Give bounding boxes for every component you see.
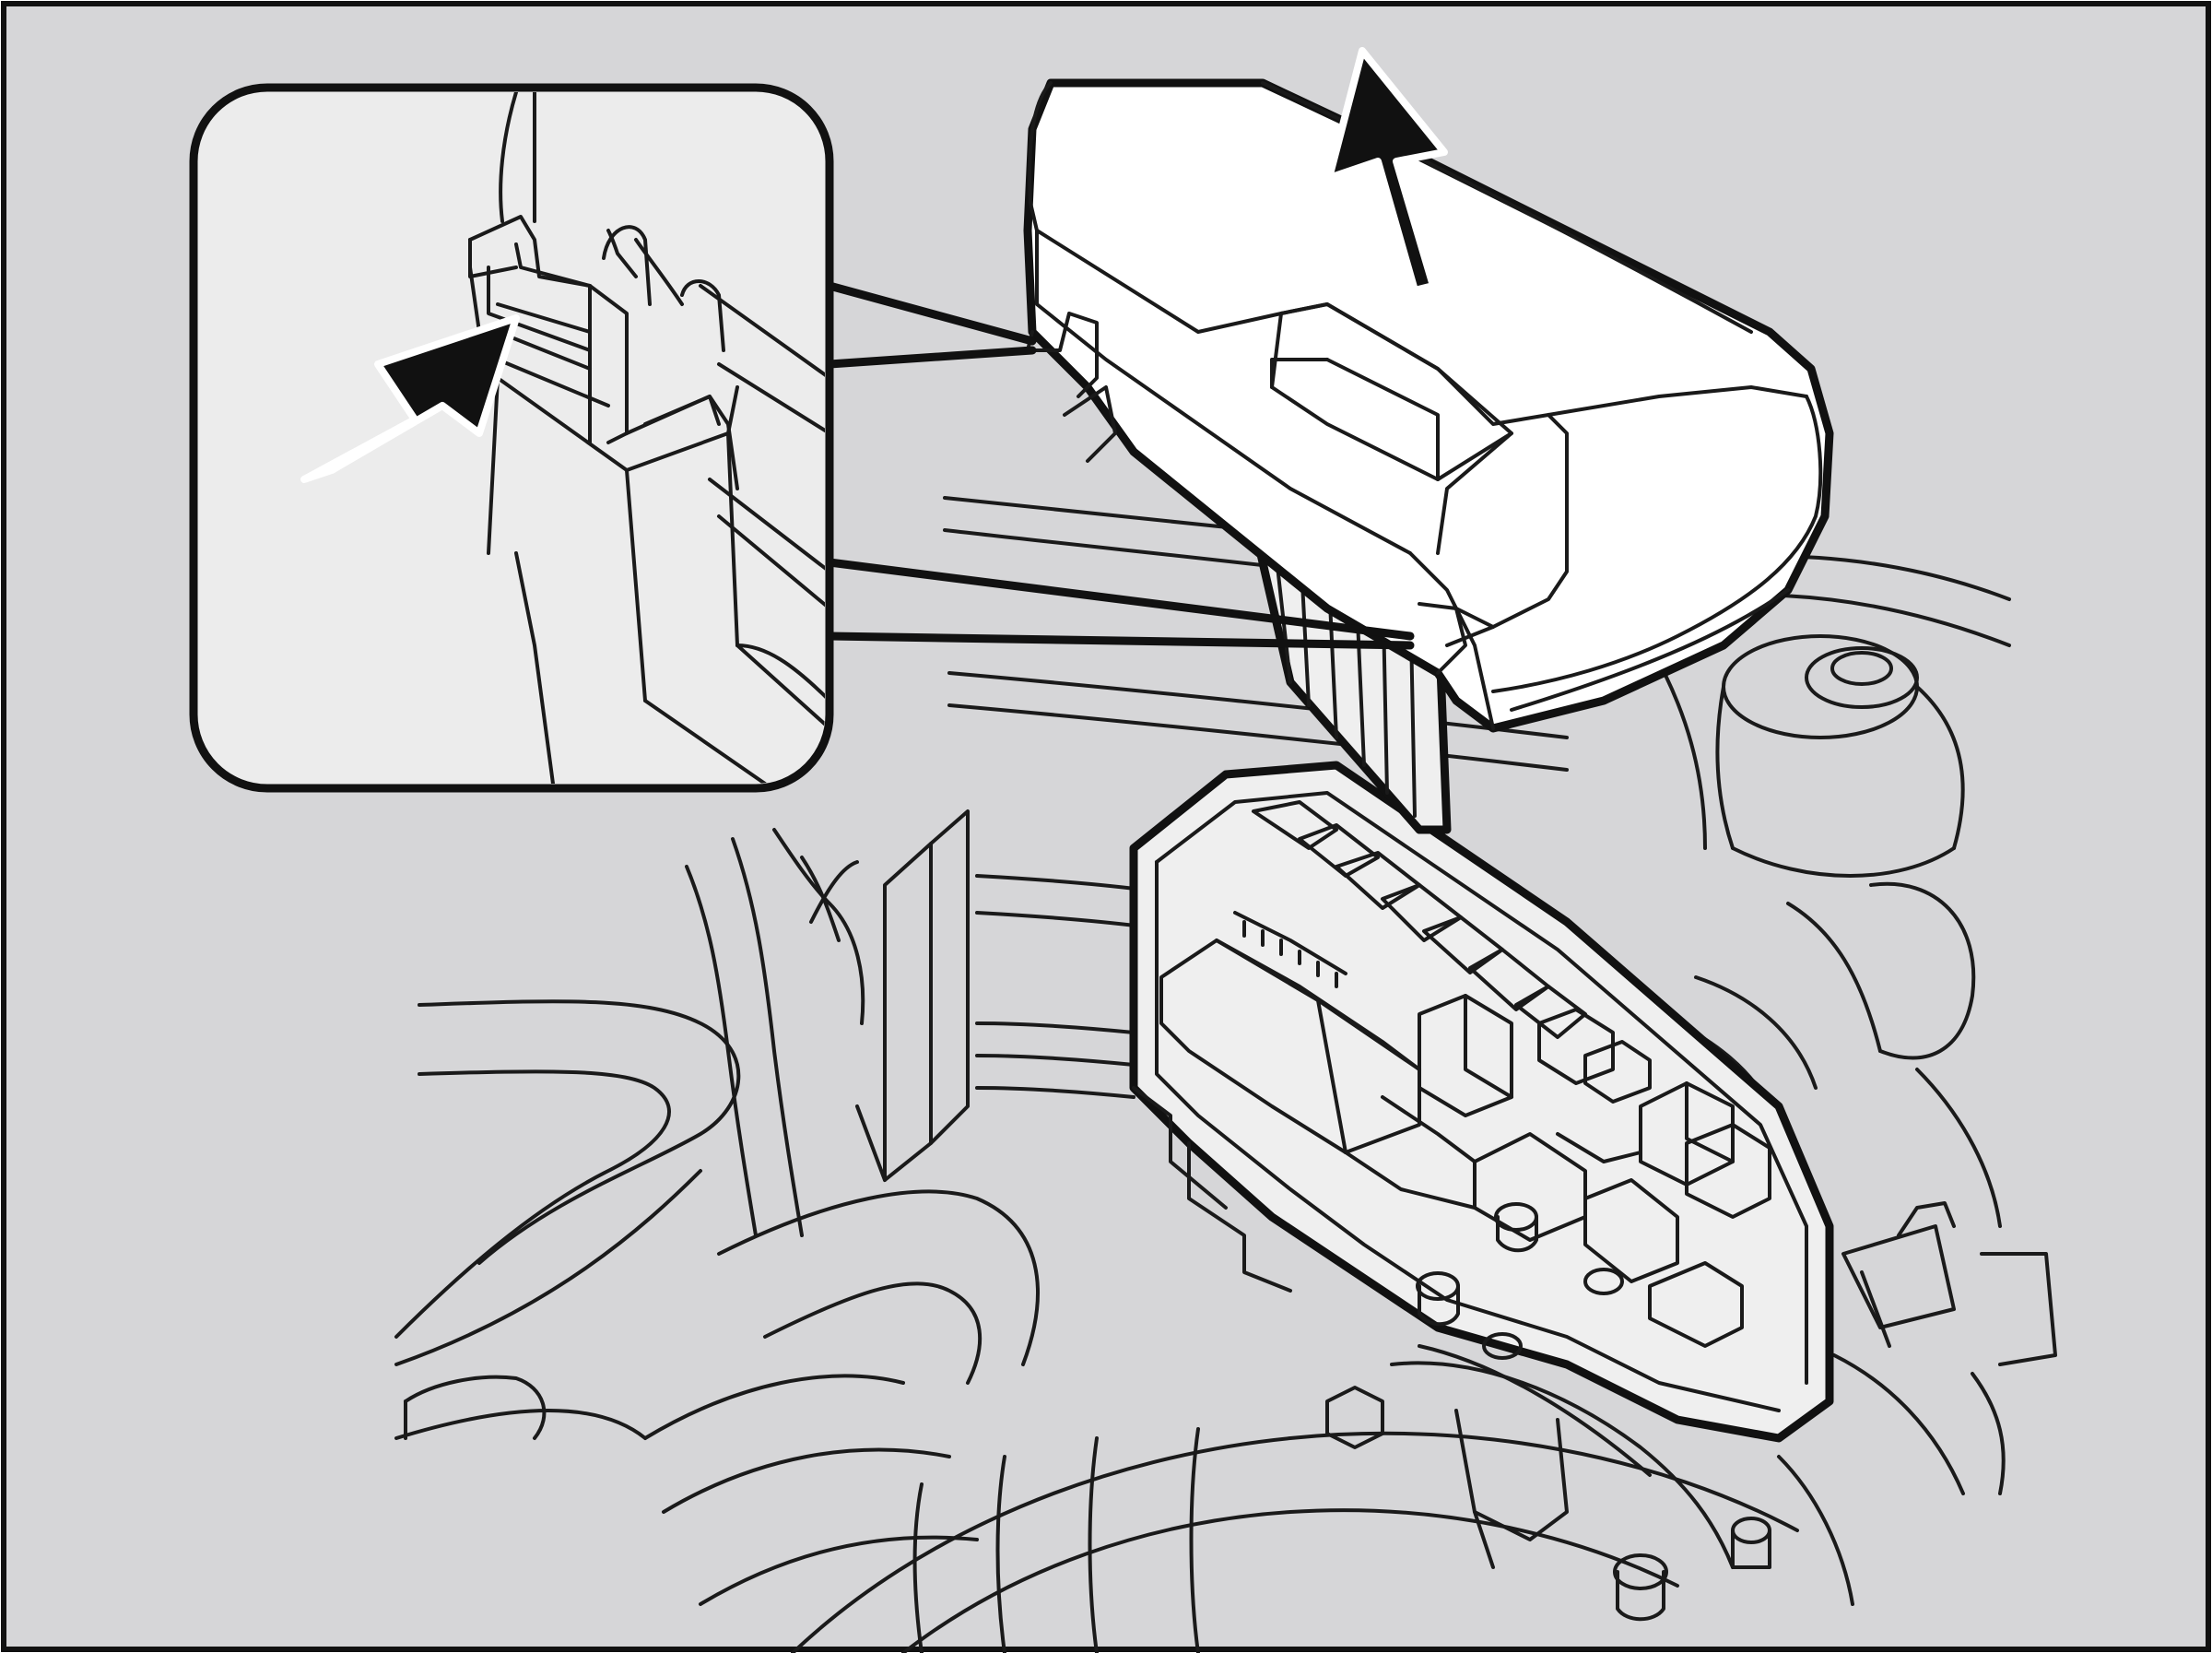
arrow-up-icon [1325, 47, 1448, 294]
fuse-box-base [1129, 761, 1834, 1569]
magnified-inset [189, 83, 834, 793]
arrow-right-icon [300, 314, 520, 483]
fuse-row-top [1252, 800, 1587, 1039]
fuse-box-cover [1023, 78, 1834, 834]
